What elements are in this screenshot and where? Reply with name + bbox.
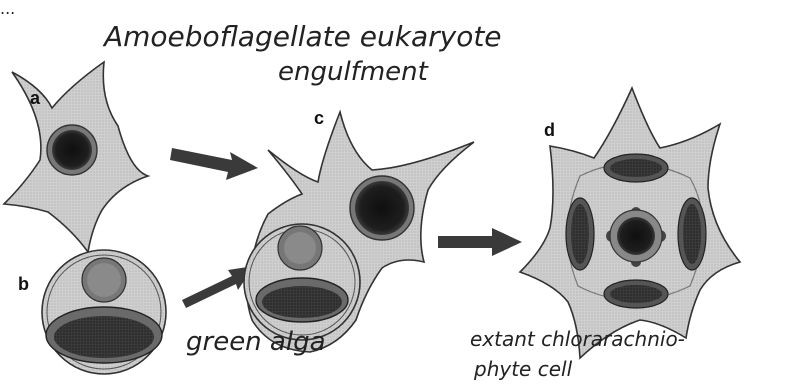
label-c: c <box>314 108 324 128</box>
arrow-c-to-d <box>438 228 522 256</box>
arrow-a-to-c <box>170 148 258 180</box>
arrow-b-to-c <box>182 266 254 308</box>
panel-a-host-cell <box>4 62 148 252</box>
nucleus-a <box>52 130 92 170</box>
title-line-1: Amoeboflagellate eukaryote <box>102 20 502 53</box>
annotation-extant-line-1: extant chlorarachnio- <box>470 327 685 351</box>
label-d: d <box>544 120 555 140</box>
label-a: a <box>30 88 41 108</box>
panel-c-engulfment <box>244 112 474 352</box>
panel-b-green-alga <box>42 250 166 374</box>
host-nucleus-c <box>355 181 409 235</box>
top-fragment: ... <box>0 0 15 18</box>
annotation-green-alga: green alga <box>186 327 326 357</box>
title-line-2: engulfment <box>278 57 429 87</box>
nucleus-d <box>617 217 655 255</box>
annotation-extant-line-2: phyte cell <box>473 357 573 381</box>
label-b: b <box>18 274 29 294</box>
